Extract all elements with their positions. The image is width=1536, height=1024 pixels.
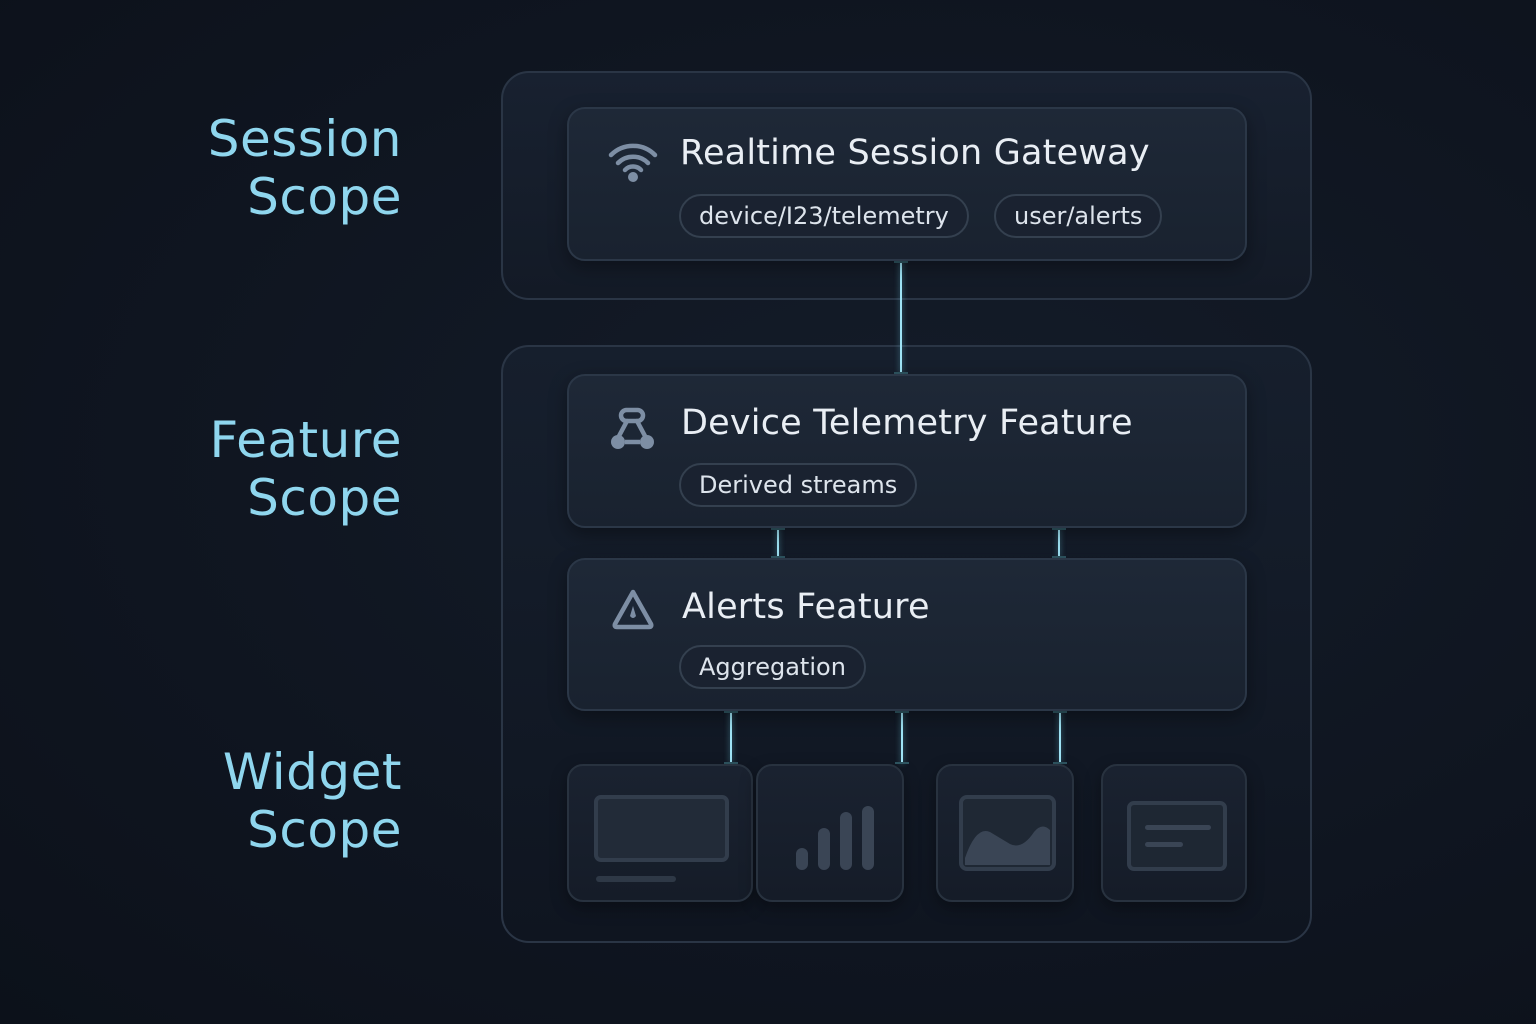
bar-chart-icon xyxy=(796,806,874,870)
feature-scope-label: Feature Scope xyxy=(210,411,402,527)
alerts-feature-title: Alerts Feature xyxy=(682,587,930,627)
widget-scope-label-line2: Scope xyxy=(247,801,402,859)
widget-area-chart[interactable] xyxy=(936,764,1074,902)
realtime-session-gateway-card[interactable]: Realtime Session Gateway device/I23/tele… xyxy=(567,107,1247,261)
connector-telemetry-to-alerts-right xyxy=(1052,528,1066,558)
document-icon xyxy=(1127,801,1227,871)
connector-telemetry-to-alerts-left xyxy=(771,528,785,558)
gateway-tag-device-telemetry[interactable]: device/I23/telemetry xyxy=(679,194,969,238)
hierarchy-icon xyxy=(611,407,654,449)
widget-panel[interactable] xyxy=(567,764,753,902)
telemetry-feature-title: Device Telemetry Feature xyxy=(681,403,1133,443)
device-telemetry-feature-card[interactable]: Device Telemetry Feature Derived streams xyxy=(567,374,1247,528)
telemetry-tag-derived-streams[interactable]: Derived streams xyxy=(679,463,918,507)
connector-alerts-to-widget-1 xyxy=(724,711,738,764)
connector-gateway-to-telemetry xyxy=(894,261,908,374)
widget-document[interactable] xyxy=(1101,764,1247,902)
widget-bar-chart[interactable] xyxy=(756,764,904,902)
feature-scope-label-line1: Feature xyxy=(209,411,402,469)
wifi-icon xyxy=(608,143,658,182)
feature-scope-label-line2: Scope xyxy=(247,469,402,527)
widget-scope-label-line1: Widget xyxy=(222,743,402,801)
panel-icon xyxy=(594,795,729,882)
widget-scope-label: Widget Scope xyxy=(223,743,402,859)
connector-alerts-to-widget-2 xyxy=(895,711,909,764)
connector-alerts-to-widget-3 xyxy=(1053,711,1067,764)
area-chart-icon xyxy=(959,795,1056,871)
gateway-tag-user-alerts[interactable]: user/alerts xyxy=(994,194,1163,238)
gateway-title: Realtime Session Gateway xyxy=(680,133,1150,173)
alerts-feature-card[interactable]: Alerts Feature Aggregation xyxy=(567,558,1247,711)
session-scope-label-line2: Scope xyxy=(247,168,402,226)
alerts-tag-aggregation[interactable]: Aggregation xyxy=(679,645,866,689)
session-scope-label: Session Scope xyxy=(208,110,402,226)
session-scope-label-line1: Session xyxy=(207,110,402,168)
warning-triangle-icon xyxy=(612,589,654,630)
